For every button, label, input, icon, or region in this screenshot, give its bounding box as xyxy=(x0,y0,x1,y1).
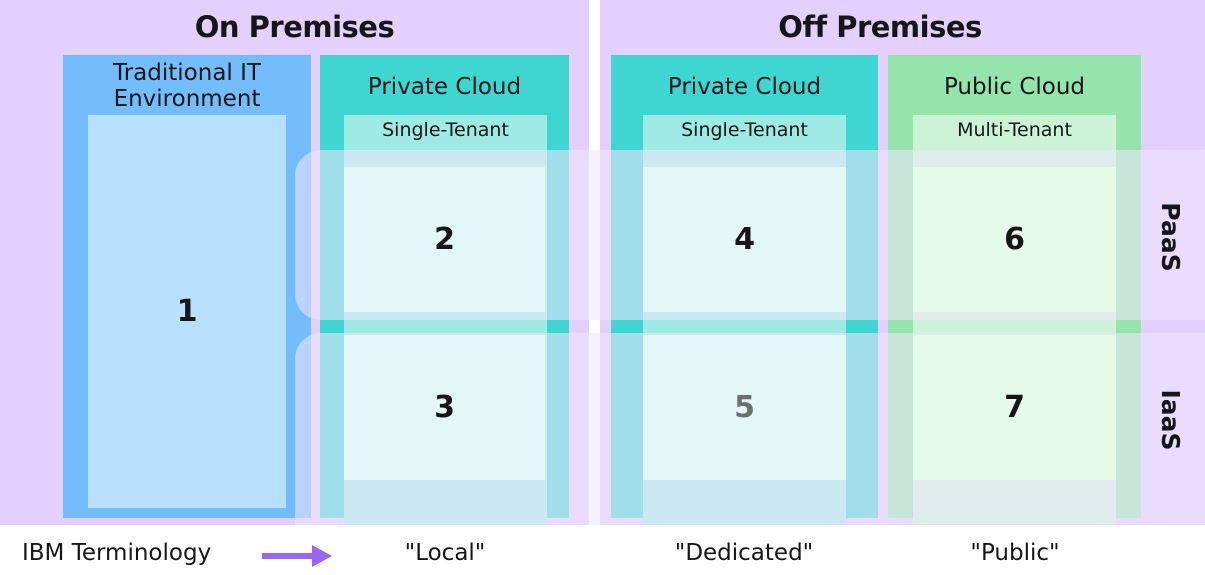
cell-3: 3 xyxy=(344,335,545,480)
paas-label: PaaS xyxy=(1156,202,1185,272)
traditional-it-cell xyxy=(88,115,286,508)
cell-4: 4 xyxy=(643,167,846,312)
ibm-terminology-label: IBM Terminology xyxy=(22,540,212,566)
iaas-label: IaaS xyxy=(1156,389,1185,451)
public-term: "Public" xyxy=(970,540,1060,566)
traditional-it-label: Traditional IT Environment xyxy=(113,60,261,112)
on-premises-title: On Premises xyxy=(194,10,395,44)
cell-2: 2 xyxy=(344,167,545,312)
cell-5: 5 xyxy=(643,335,846,480)
single-tenant-off-premises-label: Single-Tenant xyxy=(681,119,808,141)
dedicated-term: "Dedicated" xyxy=(674,540,814,566)
public-cloud-label: Public Cloud xyxy=(943,74,1086,100)
off-premises-title: Off Premises xyxy=(778,10,982,44)
arrow-right-icon xyxy=(262,545,332,567)
multi-tenant-label: Multi-Tenant xyxy=(957,119,1072,141)
local-term: "Local" xyxy=(404,540,486,566)
private-cloud-off-premises-label: Private Cloud xyxy=(667,74,822,100)
cell-7: 7 xyxy=(913,335,1116,480)
cell-6: 6 xyxy=(913,167,1116,312)
private-cloud-on-premises-label: Private Cloud xyxy=(367,74,522,100)
single-tenant-on-premises-label: Single-Tenant xyxy=(382,119,509,141)
cell-1: 1 xyxy=(176,294,198,329)
